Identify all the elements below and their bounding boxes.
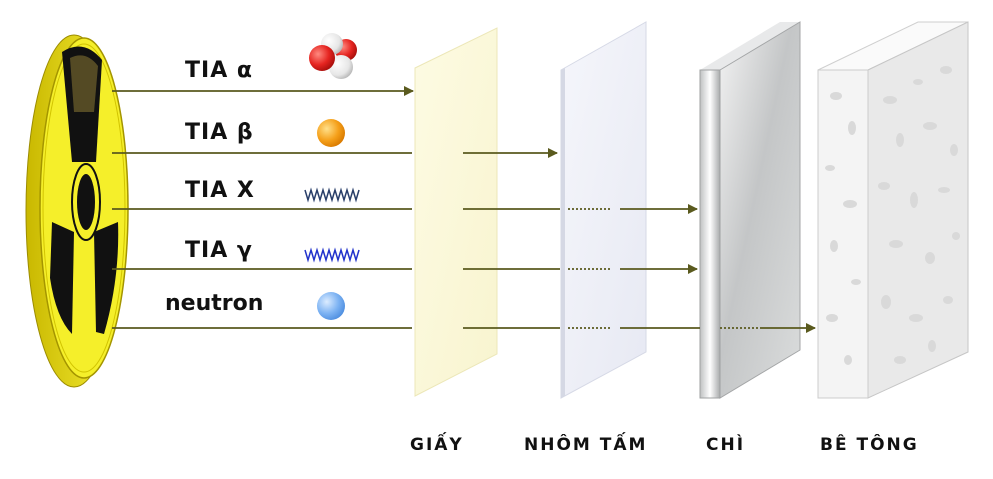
ray-label-beta: TIA β [185,120,254,145]
ray-paths [112,86,816,333]
lead-slab [699,21,801,399]
barrier-label-aluminium: NHÔM TẤM [524,435,648,455]
ray-label-gamma: TIA γ [185,238,253,263]
alpha-particle-icon [309,33,357,79]
x-ray-wave-icon [304,187,360,203]
barrier-label-concrete: BÊ TÔNG [820,435,919,455]
neutron-icon [317,292,345,320]
barrier-label-lead: CHÌ [706,435,746,455]
radiation-source-icon [25,34,129,388]
ray-label-neutron: neutron [165,291,264,316]
beta-particle-icon [317,119,345,147]
paper-sheet [414,27,498,397]
ray-label-alpha: TIA α [185,58,253,83]
concrete-block [817,21,969,399]
aluminium-sheet [560,21,647,399]
barrier-label-paper: GIẤY [410,435,464,455]
ray-label-x: TIA X [185,178,255,203]
gamma-ray-wave-icon [304,247,360,263]
